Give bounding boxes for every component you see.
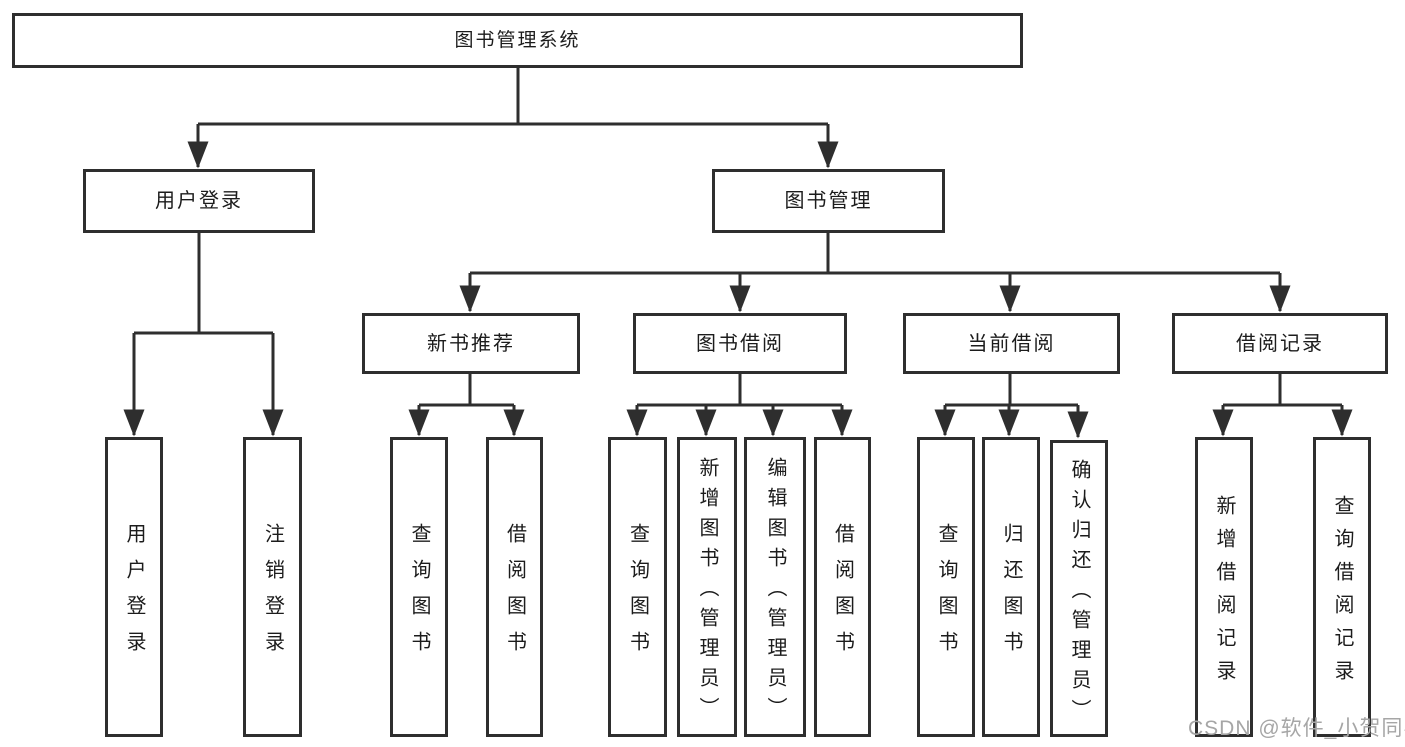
node-label: 查询图书	[935, 523, 957, 667]
node-label: 新增图书（管理员）	[696, 457, 718, 727]
node-label: 借阅图书	[503, 523, 526, 667]
node-confirm-return-admin: 确认归还（管理员）	[1050, 440, 1108, 737]
node-new-book-recommendation: 新书推荐	[362, 313, 580, 374]
node-label: 查询图书	[626, 523, 649, 667]
node-borrow-books: 借阅图书	[486, 437, 543, 737]
node-label: 注销登录	[261, 523, 284, 667]
node-label: 查询借阅记录	[1331, 494, 1353, 693]
node-current-borrowing: 当前借阅	[903, 313, 1120, 374]
node-logout: 注销登录	[243, 437, 302, 737]
node-label: 确认归还（管理员）	[1068, 458, 1090, 729]
node-borrowing-records: 借阅记录	[1172, 313, 1388, 374]
node-edit-books-admin: 编辑图书（管理员）	[744, 437, 806, 737]
node-label: 当前借阅	[967, 332, 1056, 355]
node-label: 图书管理	[784, 190, 873, 212]
node-label: 用户登录	[123, 523, 145, 667]
node-label: 新书推荐	[427, 332, 515, 355]
node-label: 新增借阅记录	[1213, 494, 1235, 693]
node-query-books: 查询图书	[608, 437, 667, 737]
node-add-books-admin: 新增图书（管理员）	[677, 437, 737, 737]
node-borrow-books: 借阅图书	[814, 437, 871, 737]
node-label: 图书管理系统	[454, 30, 581, 51]
node-user-login-leaf: 用户登录	[105, 437, 163, 737]
node-label: 用户登录	[155, 190, 243, 212]
node-return-books: 归还图书	[982, 437, 1040, 737]
node-query-books: 查询图书	[917, 437, 975, 737]
node-label: 借阅记录	[1236, 332, 1324, 355]
node-library-management-system: 图书管理系统	[12, 13, 1023, 68]
node-query-books: 查询图书	[390, 437, 448, 737]
node-query-borrowing-record: 查询借阅记录	[1313, 437, 1371, 737]
node-label: 图书借阅	[696, 332, 784, 355]
watermark: CSDN @软件_小贺同学	[1188, 717, 1405, 740]
node-label: 查询图书	[408, 523, 430, 667]
node-user-login: 用户登录	[83, 169, 315, 233]
node-label: 归还图书	[1000, 523, 1022, 667]
node-book-management: 图书管理	[712, 169, 945, 233]
node-label: 编辑图书（管理员）	[764, 457, 786, 727]
node-book-borrowing: 图书借阅	[633, 313, 847, 374]
node-label: 借阅图书	[831, 523, 854, 667]
node-add-borrowing-record: 新增借阅记录	[1195, 437, 1253, 737]
